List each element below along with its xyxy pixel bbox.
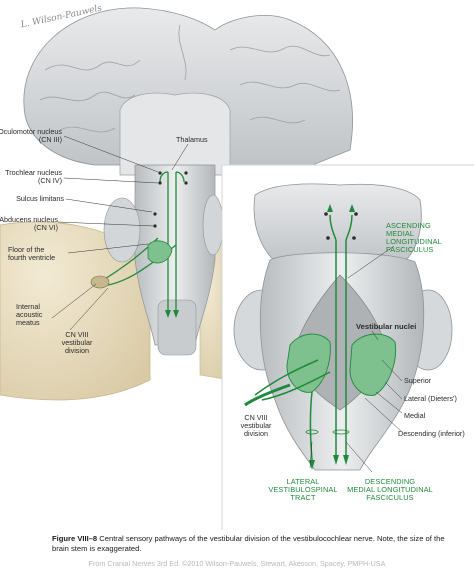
right-pathways (254, 214, 353, 461)
label-meatus-line1: Internal (16, 302, 40, 311)
label-floor-fourth-ventricle: Floor of the fourth ventricle (8, 246, 55, 262)
label-ascending-mlf-line2: MEDIAL (386, 229, 415, 238)
figure-caption-text: Central sensory pathways of the vestibul… (52, 534, 445, 553)
label-cn8-left-line3: division (65, 346, 89, 355)
label-lvst-line3: TRACT (290, 493, 316, 502)
right-panel-illustration (221, 164, 474, 530)
label-cn8-right-line1: CN VIII (244, 413, 268, 422)
left-panel-illustration (0, 7, 353, 401)
label-oculomotor: Oculomotor nucleus (CN III) (0, 128, 62, 144)
decussation-marks (305, 429, 350, 435)
label-trochlear-line2: (CN IV) (38, 176, 62, 185)
cerebrum (23, 7, 353, 171)
label-cn8-right: CN VIII vestibular division (238, 414, 274, 438)
label-lateral-dieters: Lateral (Dieters') (404, 394, 457, 403)
left-nucleus-dots (153, 171, 188, 228)
vestibular-nuclei-right (349, 333, 397, 396)
left-vestibular-nuclei (147, 240, 173, 264)
label-floor-line2: fourth ventricle (8, 253, 56, 262)
figure-caption-label: Figure VIII–8 (52, 534, 98, 543)
label-vestibular-nuclei: Vestibular nuclei (356, 322, 417, 331)
gyri-lines (39, 24, 341, 133)
label-cn8-right-line2: vestibular (240, 421, 272, 430)
label-trochlear-line1: Trochlear nucleus (5, 168, 62, 177)
right-arrowheads (309, 204, 355, 470)
label-floor-line1: Floor of the (8, 245, 45, 254)
label-ascending-mlf-line1: ASCENDING (386, 221, 431, 230)
label-oculomotor-line2: (CN III) (38, 135, 62, 144)
label-cn8-left: CN VIII vestibular division (56, 331, 98, 355)
label-superior: Superior (404, 376, 432, 385)
label-lvst-line1: LATERAL (286, 477, 320, 486)
label-descending-mlf-line3: FASCICULUS (366, 493, 414, 502)
label-ascending-mlf: ASCENDING MEDIAL LONGITUDINAL FASCICULUS (386, 222, 442, 254)
internal-acoustic-meatus (90, 275, 110, 289)
left-arrowheads (165, 310, 179, 318)
label-ascending-mlf-line3: LONGITUDINAL (386, 237, 442, 246)
label-meatus-line3: meatus (16, 318, 40, 327)
right-leader-lines (309, 245, 403, 473)
label-cn8-right-line3: division (244, 429, 268, 438)
label-medial: Medial (404, 411, 426, 420)
label-ascending-mlf-line4: FASCICULUS (386, 245, 434, 254)
label-sulcus-limitans: Sulcus limitans (16, 194, 64, 203)
right-midbrain (253, 183, 422, 266)
label-descending-mlf-line1: DESCENDING (364, 477, 416, 486)
label-descending-mlf: DESCENDING MEDIAL LONGITUDINAL FASCICULU… (334, 478, 446, 502)
label-lateral-vestibulospinal-tract: LATERAL VESTIBULOSPINAL TRACT (258, 478, 348, 502)
label-internal-acoustic-meatus: Internal acoustic meatus (16, 303, 42, 327)
label-abducens-line1: Abducens nucleus (0, 215, 58, 224)
left-leader-lines (51, 135, 189, 331)
label-thalamus: Thalamus (176, 135, 208, 144)
figure-caption: Figure VIII–8 Central sensory pathways o… (52, 534, 452, 554)
label-abducens-line2: (CN VI) (34, 223, 58, 232)
thalamus (119, 92, 231, 176)
label-cn8-left-line1: CN VIII (65, 330, 89, 339)
right-nucleus-dots (324, 212, 358, 240)
label-cn8-left-line2: vestibular (61, 338, 93, 347)
label-abducens: Abducens nucleus (CN VI) (0, 216, 58, 232)
label-meatus-line2: acoustic (16, 310, 43, 319)
inset-frame (221, 164, 474, 530)
cn8-nerve-right (244, 383, 291, 407)
label-trochlear: Trochlear nucleus (CN IV) (5, 169, 62, 185)
label-descending-mlf-line2: MEDIAL LONGITUDINAL (347, 485, 433, 494)
label-oculomotor-line1: Oculomotor nucleus (0, 127, 62, 136)
label-descending-inferior: Descending (inferior) (398, 429, 465, 438)
source-credit: From Cranial Nerves 3rd Ed. ©2010 Wilson… (88, 559, 386, 568)
skull-base-bone (0, 221, 151, 401)
label-lvst-line2: VESTIBULOSPINAL (268, 485, 338, 494)
